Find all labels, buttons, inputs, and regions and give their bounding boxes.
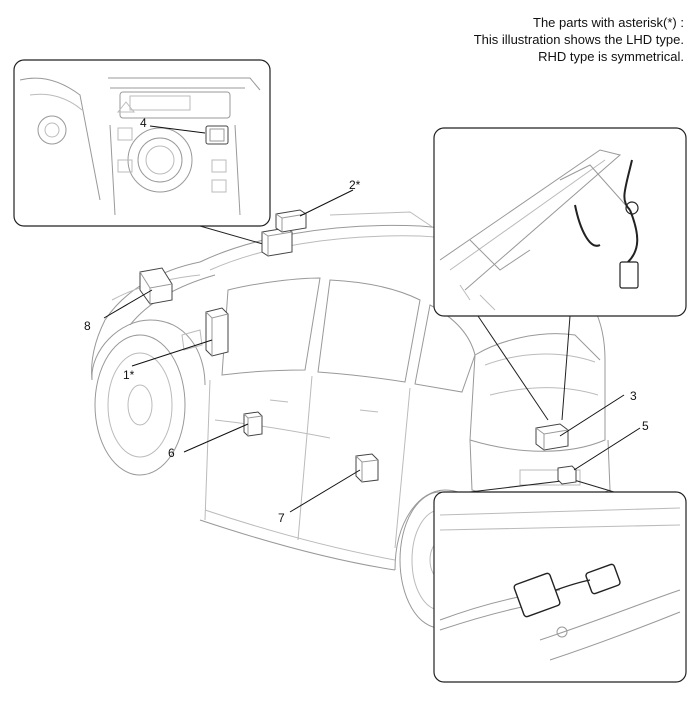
callout-1: 1* (123, 368, 135, 382)
vehicle-outline (91, 211, 611, 629)
note-line-3: RHD type is symmetrical. (538, 49, 684, 64)
inset-connector (433, 479, 687, 683)
callout-2: 2* (349, 178, 361, 192)
part-2-box (275, 209, 307, 233)
note-line-2: This illustration shows the LHD type. (473, 32, 684, 47)
asterisk-note: The parts with asterisk(*) : This illust… (474, 14, 684, 65)
part-3-box (535, 423, 569, 451)
inset-tailgate-harness (433, 127, 687, 421)
part-7-box (355, 453, 379, 483)
callout-4: 4 (140, 116, 147, 130)
part-4-switch (205, 125, 229, 145)
callout-8: 8 (84, 319, 91, 333)
callout-7: 7 (278, 511, 285, 525)
callout-labels: 2* 8 1* 6 7 3 5 (84, 178, 649, 525)
note-line-1: The parts with asterisk(*) : (533, 15, 684, 30)
callout-6: 6 (168, 446, 175, 460)
leader-lines (103, 189, 641, 513)
part-1-box (205, 307, 229, 357)
part-boxes (139, 209, 577, 485)
part-5-box (557, 465, 577, 485)
part-6-box (243, 411, 263, 437)
part-dash-sensor (261, 227, 293, 257)
part-8-box (139, 267, 173, 305)
inset-dashboard: 4 (13, 59, 271, 247)
callout-3: 3 (630, 389, 637, 403)
callout-5: 5 (642, 419, 649, 433)
